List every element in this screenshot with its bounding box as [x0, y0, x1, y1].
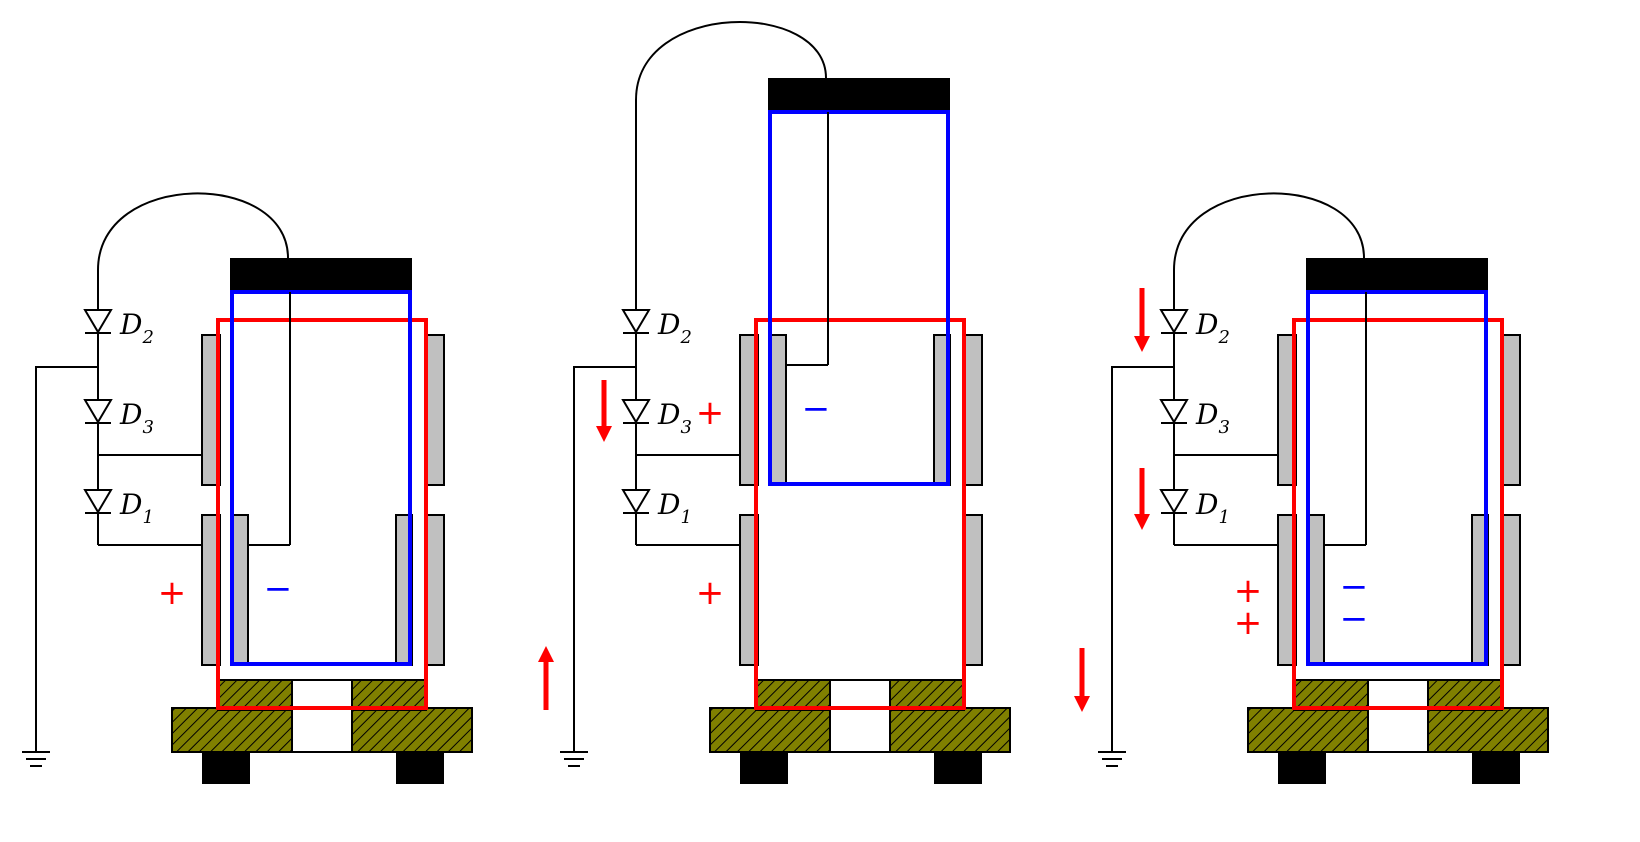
base-block-left: [1293, 679, 1369, 711]
motion-arrow-up-head: [538, 646, 554, 662]
diode-subscript: 1: [142, 507, 153, 528]
carriage-top-bar: [1306, 258, 1488, 292]
diode-triangle: [621, 309, 651, 334]
diode-subscript: 2: [1217, 327, 1229, 348]
base-block-left: [755, 679, 831, 711]
plus-charge-2: +: [1234, 603, 1263, 643]
outer-plate-top-right: [1501, 334, 1521, 486]
diode-letter: D: [119, 488, 142, 521]
diode-label: D1: [657, 488, 692, 528]
diode-subscript: 1: [680, 507, 691, 528]
diode-subscript: 2: [679, 327, 691, 348]
diode-label: D2: [657, 308, 692, 348]
inner-frame: [768, 110, 950, 486]
wire-arc: [635, 21, 827, 300]
diode-subscript: 3: [1218, 417, 1229, 438]
base-block-left: [217, 679, 293, 711]
diode-letter: D: [1195, 488, 1218, 521]
inner-plate-left: [231, 514, 249, 666]
diode-letter: D: [657, 488, 680, 521]
outer-frame: [754, 318, 966, 710]
outer-plate-bottom-right: [1501, 514, 1521, 666]
diode-current-arrow-d3-head: [596, 426, 612, 442]
diode-subscript: 2: [141, 327, 153, 348]
diode-triangle: [1159, 489, 1189, 514]
base-block-right: [889, 679, 965, 711]
diode-subscript: 1: [1218, 507, 1229, 528]
diode-letter: D: [657, 308, 680, 341]
diode-label: D1: [1195, 488, 1230, 528]
outer-plate-top-right: [963, 334, 983, 486]
base-block-right: [351, 679, 427, 711]
outer-plate-bottom-right: [425, 514, 445, 666]
ground-wire: [573, 366, 636, 752]
diode-label: D1: [119, 488, 154, 528]
carriage-top-bar: [230, 258, 412, 292]
diode-letter: D: [119, 398, 142, 431]
diode-triangle: [83, 399, 113, 424]
outer-frame: [216, 318, 428, 710]
base-foot-left: [202, 750, 250, 784]
inner-plate-left: [1307, 514, 1325, 666]
outer-plate-bottom-right: [963, 514, 983, 666]
ground-wire: [35, 366, 98, 752]
diode-label: D2: [119, 308, 154, 348]
motion-arrow-down-head: [1074, 696, 1090, 712]
plus-charge-1: +: [1234, 571, 1263, 611]
diode-label: D3: [657, 398, 692, 438]
diode-label: D3: [1195, 398, 1230, 438]
plus-charge: +: [158, 573, 187, 613]
base-foot-left: [1278, 750, 1326, 784]
diode-letter: D: [119, 308, 142, 341]
base-foot-right: [1472, 750, 1520, 784]
diode-letter: D: [657, 398, 680, 431]
base-gap: [829, 679, 891, 753]
base-gap: [291, 679, 353, 753]
diode-current-arrow-d2-head: [1134, 336, 1150, 352]
inner-frame: [1306, 290, 1488, 666]
wire-arc: [1173, 192, 1365, 300]
diode-triangle: [1159, 399, 1189, 424]
base-block-right: [1427, 679, 1503, 711]
diode-label: D2: [1195, 308, 1230, 348]
inner-plate-left: [769, 334, 787, 486]
minus-charge: −: [802, 389, 831, 429]
ground-wire: [1111, 366, 1174, 752]
base-foot-right: [934, 750, 982, 784]
inner-frame: [230, 290, 412, 666]
wire-arc: [97, 192, 289, 300]
diode-letter: D: [1195, 308, 1218, 341]
diode-current-arrow-d1-head: [1134, 514, 1150, 530]
minus-charge: −: [264, 569, 293, 609]
outer-plate-top-right: [425, 334, 445, 486]
diode-triangle: [83, 489, 113, 514]
base-foot-left: [740, 750, 788, 784]
plus-charge-top: +: [696, 393, 725, 433]
diode-triangle: [1159, 309, 1189, 334]
diode-triangle: [83, 309, 113, 334]
minus-charge-1: −: [1340, 567, 1369, 607]
plus-charge-bottom: +: [696, 573, 725, 613]
diode-letter: D: [1195, 398, 1218, 431]
base-gap: [1367, 679, 1429, 753]
diode-subscript: 3: [680, 417, 691, 438]
outer-frame: [1292, 318, 1504, 710]
carriage-top-bar: [768, 78, 950, 112]
minus-charge-2: −: [1340, 599, 1369, 639]
diode-subscript: 3: [142, 417, 153, 438]
diode-triangle: [621, 399, 651, 424]
base-foot-right: [396, 750, 444, 784]
diode-triangle: [621, 489, 651, 514]
diode-label: D3: [119, 398, 154, 438]
